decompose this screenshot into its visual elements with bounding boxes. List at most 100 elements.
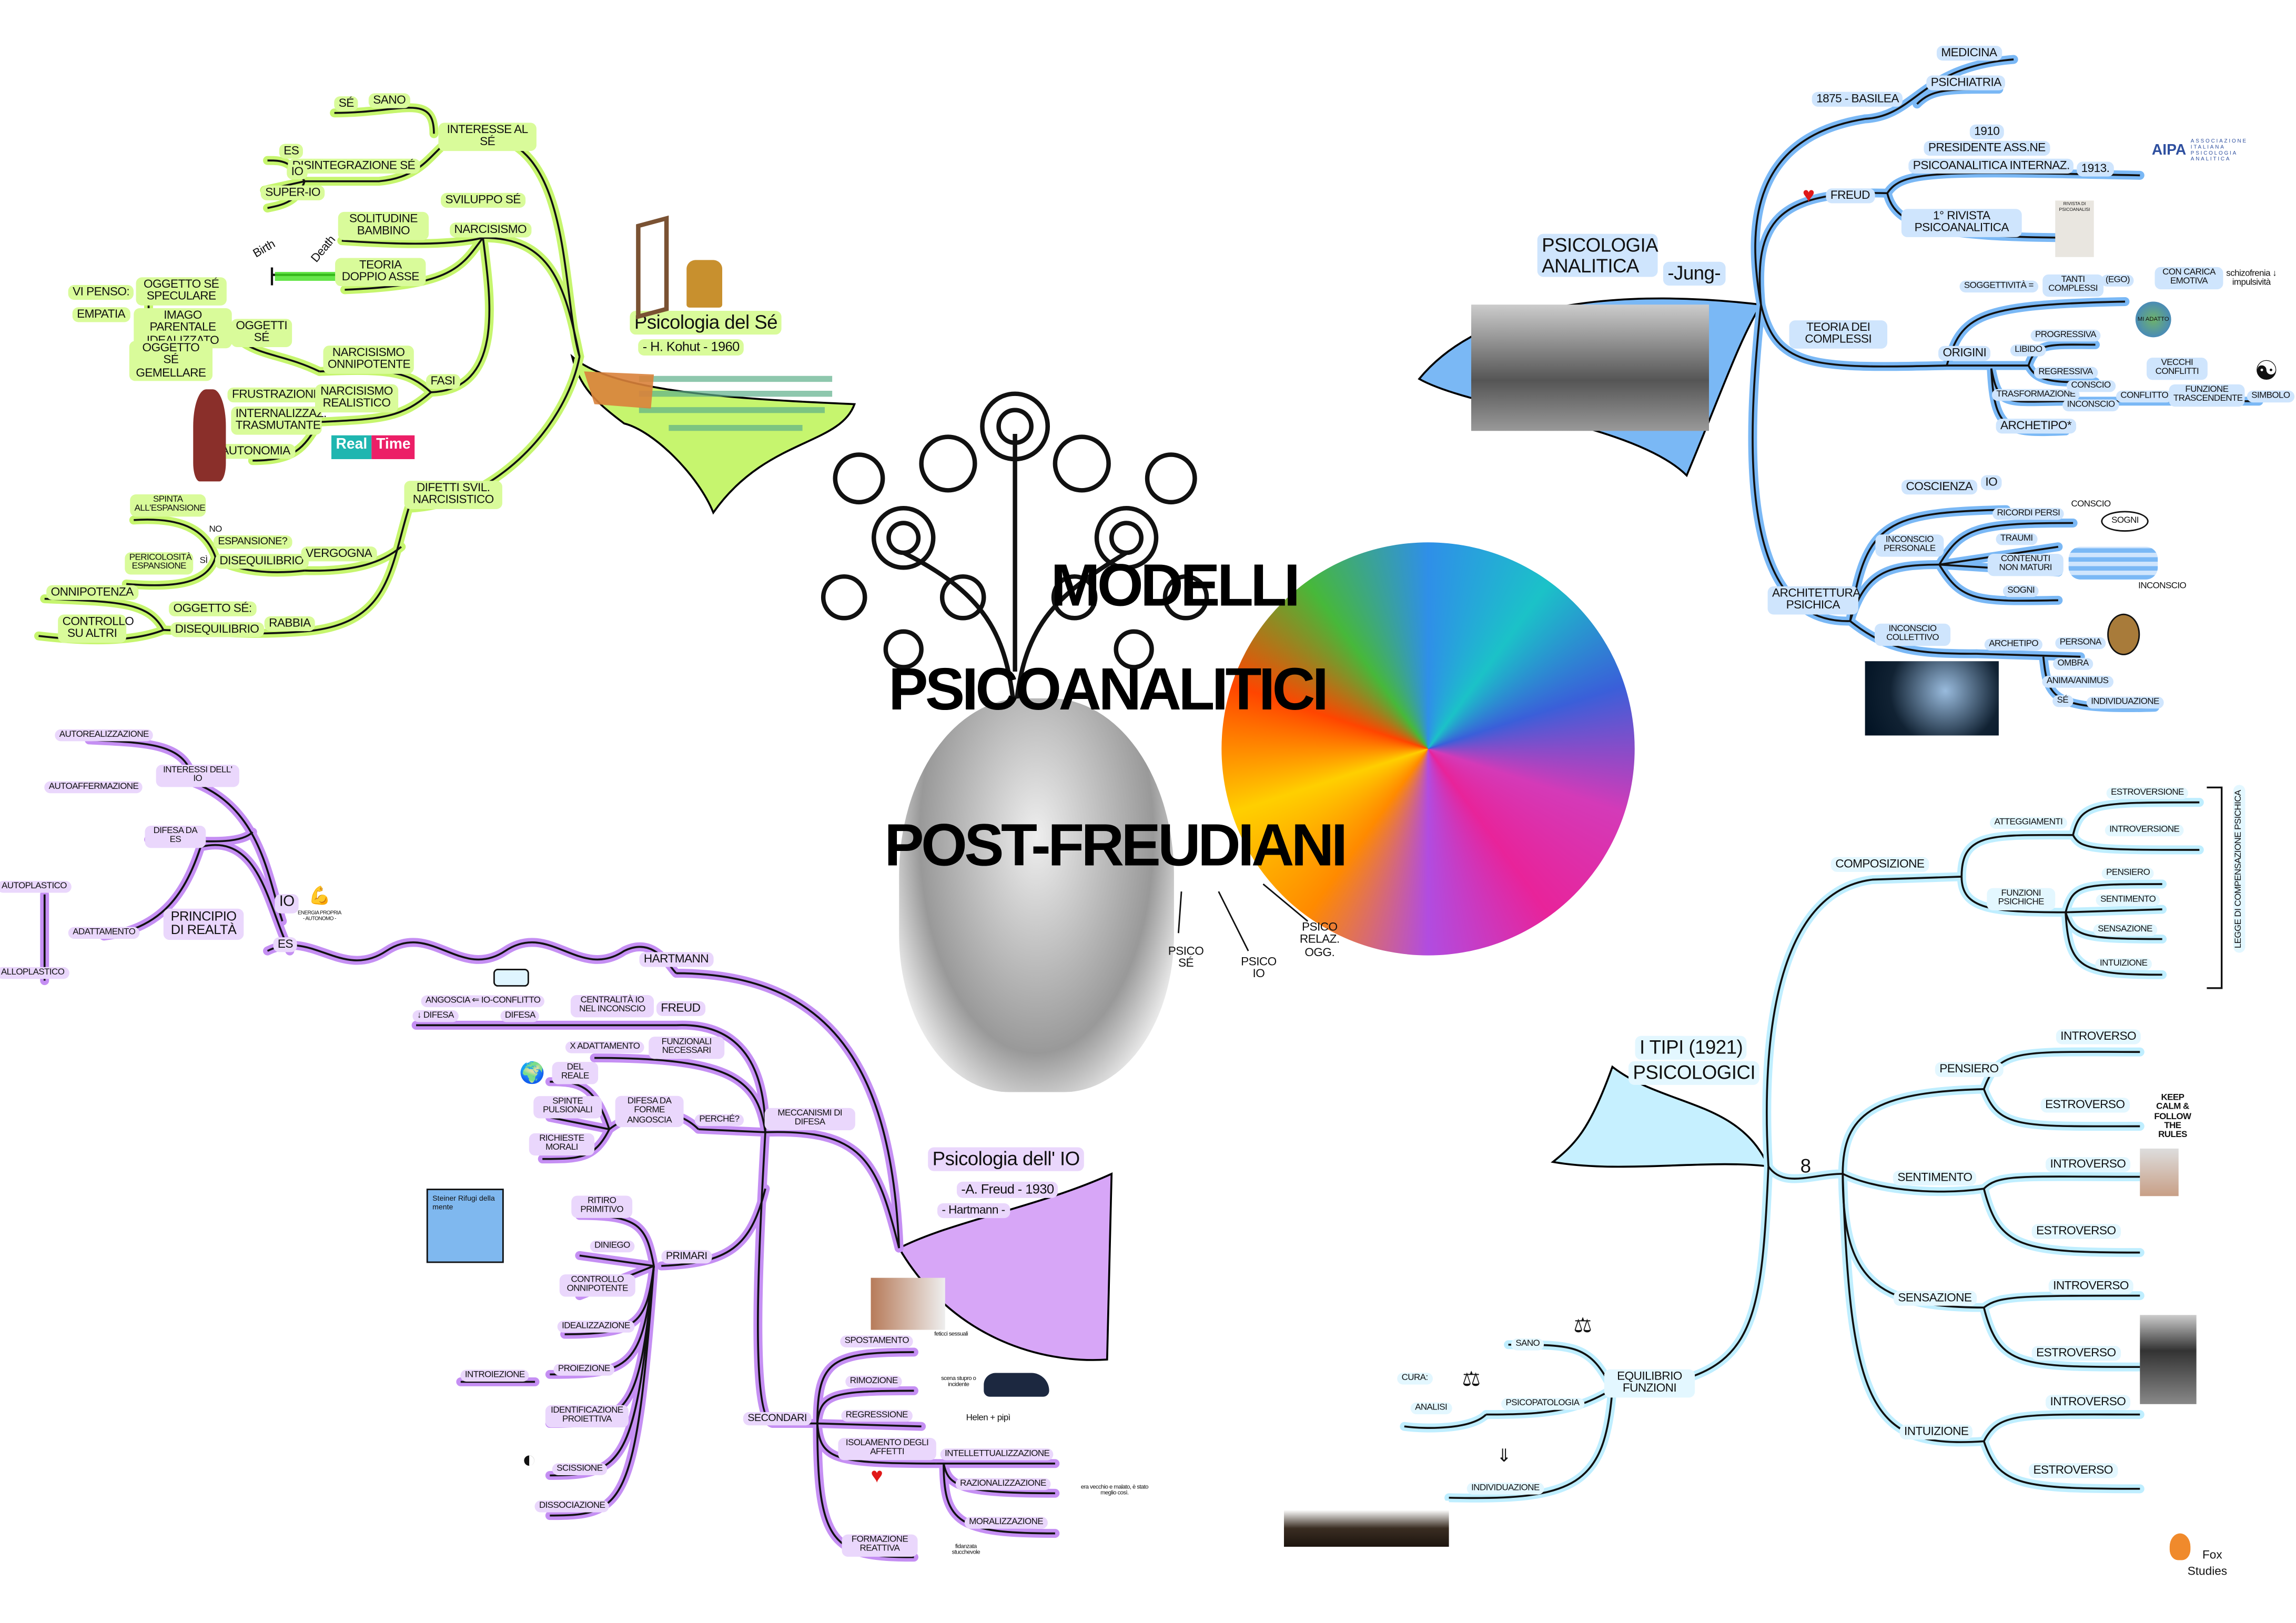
label: ANIMA/ANIMUS <box>2042 676 2113 688</box>
label: CONTROLLO SU ALTRI <box>58 614 134 643</box>
ego-blob <box>897 1172 1113 1361</box>
label: TRAUMI <box>1996 533 2038 546</box>
label: schizofrenia ↓ impulsività <box>2226 270 2277 289</box>
label: INTROVERSIONE <box>2105 824 2184 837</box>
label: ATTEGGIAMENTI <box>1989 817 2067 829</box>
label: LIBIDO <box>2010 344 2047 357</box>
label: SUPER-IO <box>260 185 325 201</box>
main-title-line2: PSICOANALITICI <box>888 657 1329 723</box>
coat-icon <box>686 260 723 308</box>
label: ARCHITETTURA PSICHICA <box>1767 586 1860 614</box>
label: SPINTE PULSIONALI <box>533 1096 602 1118</box>
label: ↓ DIFESA <box>412 1010 459 1023</box>
label: ORIGINI <box>1938 346 1991 362</box>
label: INCONSCIO PERSONALE <box>1875 534 1944 556</box>
label: INTROVERSO <box>2056 1029 2141 1045</box>
jung-title: PSICOLOGIA ANALITICA <box>1537 234 1658 278</box>
label: INTROIEZIONE <box>460 1370 530 1382</box>
label: ADATTAMENTO <box>68 927 140 939</box>
book-title: Steiner Rifugi della mente <box>432 1194 495 1213</box>
rivista-cover: RIVISTA DI PSICOANALISI <box>2055 200 2094 257</box>
label: IO <box>275 894 299 913</box>
label: SECONDARI <box>743 1412 812 1426</box>
label: PENSIERO <box>2101 867 2155 880</box>
label: COMPOSIZIONE <box>1830 857 1929 873</box>
label: DIFETTI SVIL. NARCISISTICO <box>404 481 502 509</box>
label: FREUD <box>656 1001 705 1017</box>
scale-unbalanced-icon: ⚖ <box>1462 1366 1481 1391</box>
mask-icon <box>2107 613 2140 655</box>
label: INTERNALIZZAZ. TRASMUTANTE <box>231 407 327 435</box>
book-steiner: Steiner Rifugi della mente <box>426 1189 504 1263</box>
label: HARTMANN <box>639 952 713 968</box>
label: SENSAZIONE <box>1893 1291 1976 1306</box>
label: SANO <box>368 93 410 109</box>
label: REGRESSIONE <box>841 1409 913 1423</box>
label: EMPATIA <box>72 307 130 323</box>
mandala-image <box>1221 542 1635 956</box>
shoe-photo <box>871 1277 945 1330</box>
label: ISOLAMENTO DEGLI AFFETTI <box>838 1437 936 1460</box>
label: ARCHETIPO* <box>1996 419 2076 434</box>
label: CURA: <box>1397 1373 1433 1385</box>
label: INCONSCIO <box>2138 582 2187 592</box>
tree-illustration <box>814 374 1216 717</box>
label: INTROVERSO <box>2046 1395 2130 1411</box>
fox-studies-logo: Fox Studies <box>2169 1530 2281 1597</box>
label: RITIRO PRIMITIVO <box>571 1195 633 1218</box>
label: SCISSIONE <box>552 1463 607 1476</box>
man-photo <box>2140 1148 2179 1196</box>
arrow-down-icon: ⇓ <box>1496 1445 1512 1466</box>
yin-yang-icon: ☯ <box>2254 356 2279 386</box>
label: EQUILIBRIO FUNZIONI <box>1604 1369 1695 1397</box>
label: (EGO) <box>2101 275 2135 287</box>
label: PRESIDENTE ASS.NE <box>1924 140 2050 157</box>
label-psico-se: PSICO SÉ <box>1168 944 1204 970</box>
heart-icon: ♥ <box>871 1463 883 1487</box>
label: SOGGETTIVITÀ = <box>1959 280 2038 293</box>
label: VERGOGNA <box>301 546 377 562</box>
label: RAZIONALIZZAZIONE <box>955 1478 1051 1491</box>
label: OGGETTO SÉ: <box>168 601 257 617</box>
label: OGGETTO SÉ SPECULARE <box>136 277 227 306</box>
mirror-icon <box>636 215 669 320</box>
label: PSICOPATOLOGIA <box>1501 1398 1584 1411</box>
label: DEL REALE <box>552 1062 599 1084</box>
fashion-photo <box>2140 1315 2197 1404</box>
label: IDEALIZZAZIONE <box>557 1321 635 1333</box>
label: tanti COMPLESSI <box>2042 274 2104 297</box>
label: PERICOLOSITÀ ESPANSIONE <box>125 552 194 574</box>
label: INTERESSE al SÉ <box>438 123 537 151</box>
label: NARCISISMO ONNIPOTENTE <box>323 346 414 374</box>
label: INTERESSI DELL' IO <box>156 765 239 787</box>
jung-author: -Jung- <box>1663 261 1725 285</box>
label: PERCHÉ? <box>694 1114 744 1127</box>
brand-line1: Fox <box>2202 1548 2222 1562</box>
types-blob <box>1551 1065 1770 1168</box>
label: ES <box>279 144 304 159</box>
label: NO <box>209 525 222 535</box>
label: VECCHI CONFLITTI <box>2147 358 2208 380</box>
label: INTUIZIONE <box>2095 958 2152 971</box>
label: MEDICINA <box>1936 46 2001 62</box>
label: CON CARICA EMOTIVA <box>2155 267 2223 289</box>
label: INCONSCIO <box>2062 399 2120 412</box>
label: PENSIERO <box>1935 1062 2004 1078</box>
label: CONSCIO <box>2071 500 2111 510</box>
label: SÌ <box>199 557 208 566</box>
label-psico-relaz: PSICO RELAZ. OGG. <box>1299 920 1340 959</box>
earth-icon: 🌍 <box>519 1060 545 1084</box>
fox-icon <box>2169 1533 2191 1560</box>
label: DISEQUILIBRIO <box>170 622 264 638</box>
center-pointer-lines <box>1177 883 1309 951</box>
globe-text: MI ADATTO <box>2137 315 2169 323</box>
label: ARCHETIPO <box>1984 638 2043 651</box>
label: SÉ <box>334 96 359 112</box>
label: SOLITUDINE BAMBINO <box>338 211 429 240</box>
label: IO <box>287 165 308 180</box>
label: OGGETTI SÉ <box>231 319 292 347</box>
label: PROIEZIONE <box>553 1364 615 1376</box>
label: RIMOZIONE <box>845 1375 903 1388</box>
label: OMBRA <box>2052 658 2093 671</box>
